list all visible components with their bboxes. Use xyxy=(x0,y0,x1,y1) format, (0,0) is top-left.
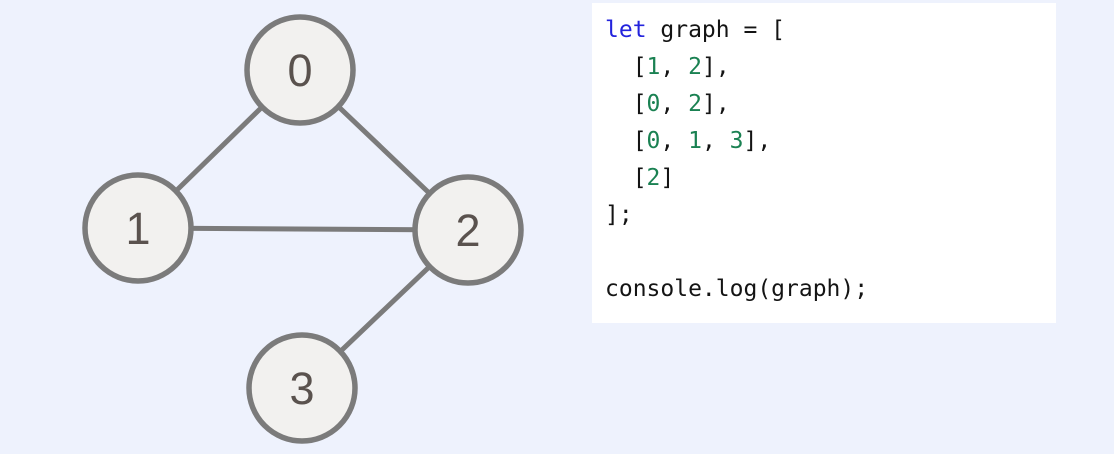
code-token-plain: , xyxy=(660,54,689,80)
code-token-plain: , xyxy=(660,91,689,117)
code-token-keyword: let xyxy=(605,17,647,43)
code-token-plain: ], xyxy=(701,54,730,80)
code-token-number: 0 xyxy=(646,91,661,117)
code-token-number: 2 xyxy=(688,91,702,117)
graph-node-0 xyxy=(244,14,356,126)
graph-node-label-3: 3 xyxy=(289,363,314,414)
graph-node-2 xyxy=(412,174,524,286)
graph-node-label-1: 1 xyxy=(125,203,150,254)
graph-node-label-2: 2 xyxy=(455,205,480,256)
code-line: [2] xyxy=(605,160,1042,197)
code-token-number: 2 xyxy=(688,54,702,80)
code-token-plain: [ xyxy=(605,54,647,80)
code-token-number: 1 xyxy=(646,54,661,80)
code-line: ]; xyxy=(605,197,1042,234)
code-token-plain: ] xyxy=(660,165,675,191)
code-block: let graph = [ [1, 2], [0, 2], [0, 1, 3],… xyxy=(605,12,1042,308)
code-panel: let graph = [ [1, 2], [0, 2], [0, 1, 3],… xyxy=(592,3,1056,323)
graph-canvas: 0 1 2 3 xyxy=(82,14,524,444)
graph-node-1 xyxy=(82,172,194,284)
code-token-plain: [ xyxy=(605,165,647,191)
code-token-plain: , xyxy=(660,128,689,154)
code-token-plain: ], xyxy=(743,128,772,154)
code-line: console.log(graph); xyxy=(605,271,1042,308)
code-token-plain: , xyxy=(701,128,730,154)
code-token-number: 1 xyxy=(688,128,702,154)
code-token-plain: graph = [ xyxy=(646,17,786,43)
code-line: [0, 1, 3], xyxy=(605,123,1042,160)
graph-node-label-0: 0 xyxy=(287,45,312,96)
code-line: [1, 2], xyxy=(605,49,1042,86)
code-token-plain: console.log(graph); xyxy=(605,276,869,302)
code-token-plain: [ xyxy=(605,91,647,117)
code-token-number: 0 xyxy=(646,128,661,154)
code-token-number: 2 xyxy=(646,165,661,191)
code-line: [0, 2], xyxy=(605,86,1042,123)
code-token-plain: ], xyxy=(701,91,730,117)
code-token-plain: ]; xyxy=(605,202,633,228)
code-token-plain: [ xyxy=(605,128,647,154)
code-line xyxy=(605,234,1042,271)
code-token-number: 3 xyxy=(729,128,744,154)
graph-node-3 xyxy=(246,332,358,444)
code-line: let graph = [ xyxy=(605,12,1042,49)
